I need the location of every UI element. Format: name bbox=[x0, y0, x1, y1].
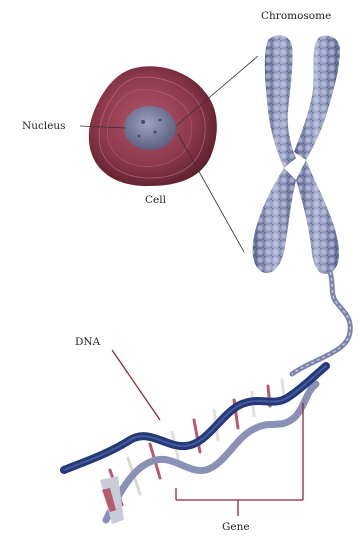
nucleus-label: Nucleus bbox=[22, 120, 66, 132]
nucleus bbox=[124, 106, 176, 150]
gene-label: Gene bbox=[222, 521, 250, 533]
dna-leader-line bbox=[112, 350, 160, 420]
cell-label: Cell bbox=[145, 194, 166, 206]
chromosome bbox=[253, 35, 340, 274]
dna-label: DNA bbox=[75, 336, 100, 348]
uncoiling-strand bbox=[292, 272, 350, 374]
chromosome-label: Chromosome bbox=[261, 10, 331, 22]
